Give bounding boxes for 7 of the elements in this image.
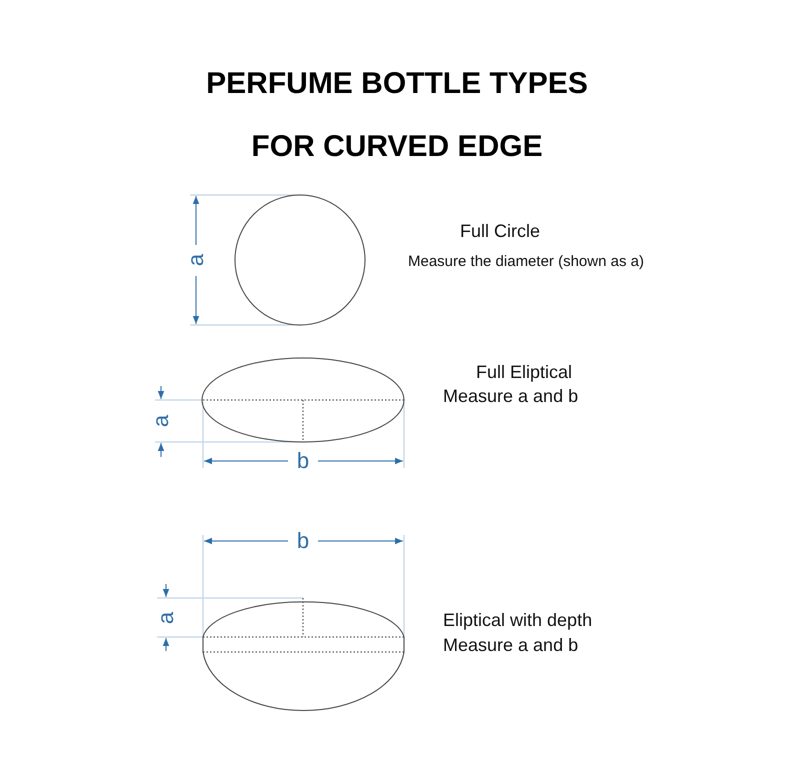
measure-note: Measure a and b — [443, 387, 578, 407]
measure-note: Measure the diameter (shown as a) — [408, 254, 644, 270]
measure-note: Measure a and b — [443, 636, 578, 656]
title: PERFUME BOTTLE TYPES FOR CURVED EDGE — [205, 66, 589, 165]
shape-name: Full Circle — [460, 222, 540, 242]
shape-name: Eliptical with depth — [443, 611, 592, 631]
shape-name: Full Eliptical — [476, 363, 572, 383]
